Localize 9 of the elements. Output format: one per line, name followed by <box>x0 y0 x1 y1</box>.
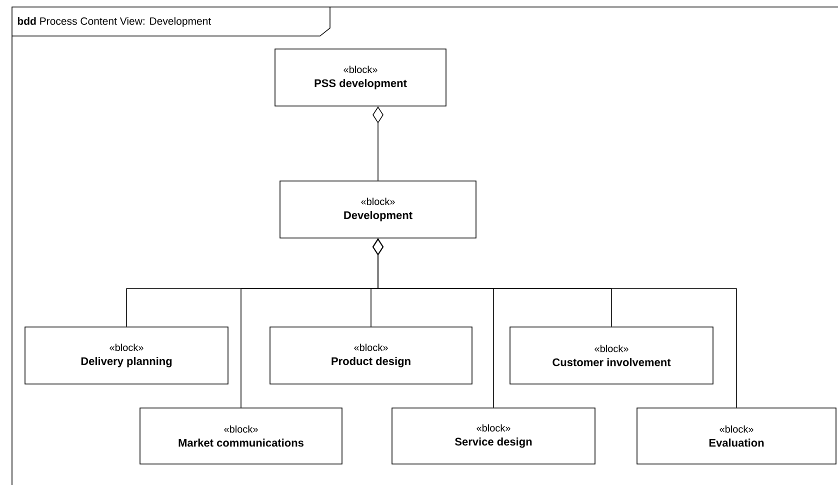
block-box: «block» Service design <box>392 408 596 464</box>
block-box: «block» Customer involvement <box>510 326 714 384</box>
block-box: «block» PSS development <box>274 48 446 106</box>
block-box: «block» Evaluation <box>636 408 836 464</box>
block-box: «block» Product design <box>270 326 472 384</box>
block-box: «block» Development <box>280 180 476 238</box>
frame-title: bdd Process Content View: Development <box>12 6 330 36</box>
block-box: «block» Market communications <box>140 408 342 464</box>
block-box: «block» Delivery planning <box>24 326 228 384</box>
